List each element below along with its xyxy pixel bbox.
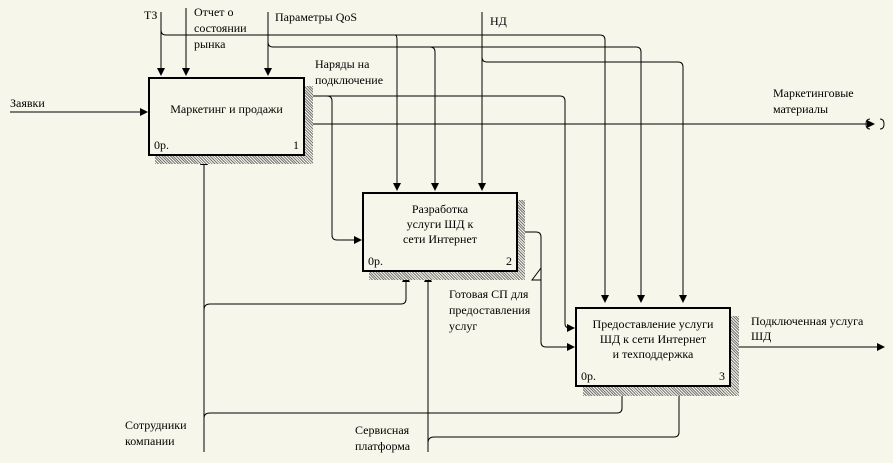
label-service-platform-1: Сервисная	[355, 423, 410, 437]
box-2-cost: 0р.	[368, 254, 383, 268]
activity-box-3[interactable]: Предоставление услуги ШД к сети Интернет…	[575, 307, 731, 387]
arrow-nd-branch	[481, 56, 687, 303]
label-market-report-2: состоянии	[194, 21, 247, 35]
box-3-cost: 0р.	[581, 369, 596, 383]
label-qos: Параметры QoS	[275, 10, 358, 24]
tunnel-icon	[865, 118, 885, 130]
activity-box-1[interactable]: Маркетинг и продажи 0р. 1	[148, 77, 305, 156]
label-employees-1: Сотрудники	[125, 418, 187, 432]
box-3-number: 3	[719, 369, 725, 383]
label-employees-2: компании	[125, 434, 175, 448]
arrow-ready-sp	[518, 231, 575, 351]
label-tz: ТЗ	[144, 8, 158, 22]
box-2-number: 2	[506, 254, 512, 268]
box-3-title-2: ШД к сети Интернет	[599, 332, 707, 346]
label-service-platform-2: платформа	[355, 439, 411, 453]
label-requests: Заявки	[10, 96, 45, 110]
box-2-title-2: услуги ШД к	[406, 217, 474, 231]
activity-box-2[interactable]: Разработка услуги ШД к сети Интернет 0р.…	[362, 192, 518, 272]
label-connected-service-1: Подключенная услуга	[751, 314, 864, 328]
label-market-report-1: Отчет о	[194, 5, 234, 19]
label-market-report-3: рынка	[194, 37, 226, 51]
label-orders-1: Наряды на	[315, 57, 370, 71]
box-1-cost: 0р.	[154, 138, 169, 152]
box-2-title-1: Разработка	[411, 202, 469, 216]
box-3-title-1: Предоставление услуги	[592, 317, 714, 331]
label-connected-service-2: ШД	[751, 329, 772, 343]
label-marketing-materials-2: материалы	[773, 102, 829, 116]
box-1-number: 1	[293, 138, 299, 152]
label-nd: НД	[490, 14, 507, 28]
label-ready-sp-2: предоставления	[449, 303, 531, 317]
arrow-orders	[306, 95, 575, 332]
box-3-title-3: и техподдержка	[612, 347, 694, 361]
box-1-title: Маркетинг и продажи	[170, 102, 283, 116]
label-ready-sp-3: услуг	[449, 319, 478, 333]
label-marketing-materials-1: Маркетинговые	[773, 86, 854, 100]
box-2-title-3: сети Интернет	[402, 232, 478, 246]
label-orders-2: подключение	[315, 73, 384, 87]
arrow-orders-branch	[326, 95, 362, 244]
label-ready-sp-1: Готовая СП для	[449, 287, 529, 301]
